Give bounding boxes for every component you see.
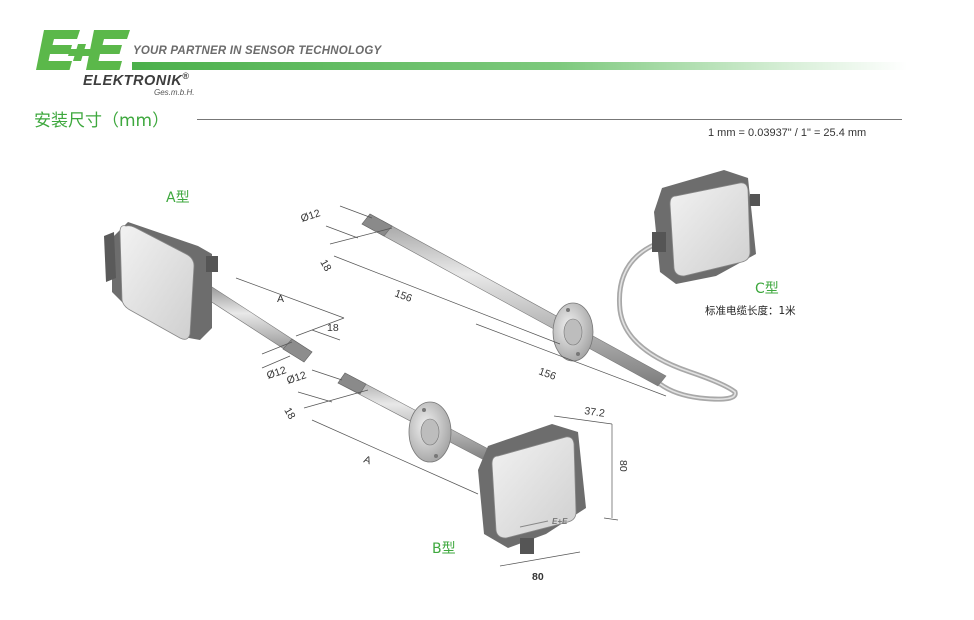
dim-box-depth: 37.2 (584, 405, 606, 420)
dim-c-18: 18 (317, 258, 333, 274)
dim-a-length: A (277, 293, 284, 305)
type-a-probe-tip (282, 338, 313, 363)
header-green-bar (132, 62, 907, 70)
type-a-label: A型 (166, 190, 190, 206)
brand-name: ELEKTRONIK® (83, 71, 189, 89)
dim-box-width: 80 (532, 571, 544, 583)
brand-text: ELEKTRONIK (83, 72, 183, 89)
company-suffix: Ges.m.b.H. (154, 88, 195, 97)
dim-b-length: A (362, 454, 373, 468)
type-b-dimension-lines (297, 369, 619, 567)
title-rule (197, 119, 902, 120)
type-b-label: B型 (432, 541, 456, 557)
type-b-transmitter: E+E (337, 372, 586, 554)
type-b-housing-front (491, 436, 577, 539)
type-a-transmitter (104, 222, 313, 363)
type-c-housing-front (669, 182, 751, 277)
dim-a-diameter: Ø12 (265, 364, 288, 382)
type-c-remote-probe (361, 170, 760, 402)
type-a-gland (206, 256, 218, 272)
dim-c-156-top: 156 (393, 288, 414, 305)
type-b-gland (520, 538, 534, 554)
dim-b-diameter: Ø12 (285, 369, 308, 387)
section-title: 安装尺寸（mm） (34, 111, 170, 131)
type-b-probe-tip (337, 372, 367, 395)
type-c-label: C型 (755, 281, 779, 297)
dim-c-diameter: Ø12 (299, 207, 322, 225)
dim-box-height: 80 (617, 460, 629, 472)
ee-logo (36, 30, 130, 70)
dim-a-18: 18 (327, 322, 339, 334)
type-b-housing-logo: E+E (552, 517, 568, 526)
type-a-housing-front (119, 225, 195, 340)
type-c-gland (652, 232, 666, 252)
unit-conversion: 1 mm = 0.03937" / 1" = 25.4 mm (708, 127, 867, 139)
dim-b-18: 18 (281, 406, 297, 422)
type-c-dimension-lines (325, 205, 667, 397)
type-a-bracket (104, 232, 116, 282)
dim-c-156-bottom: 156 (537, 366, 558, 383)
tagline: YOUR PARTNER IN SENSOR TECHNOLOGY (133, 45, 382, 57)
brand-registered-mark: ® (182, 71, 190, 81)
type-a-dimension-lines (235, 277, 345, 369)
type-c-cable-note: 标准电缆长度：1米 (705, 305, 796, 317)
